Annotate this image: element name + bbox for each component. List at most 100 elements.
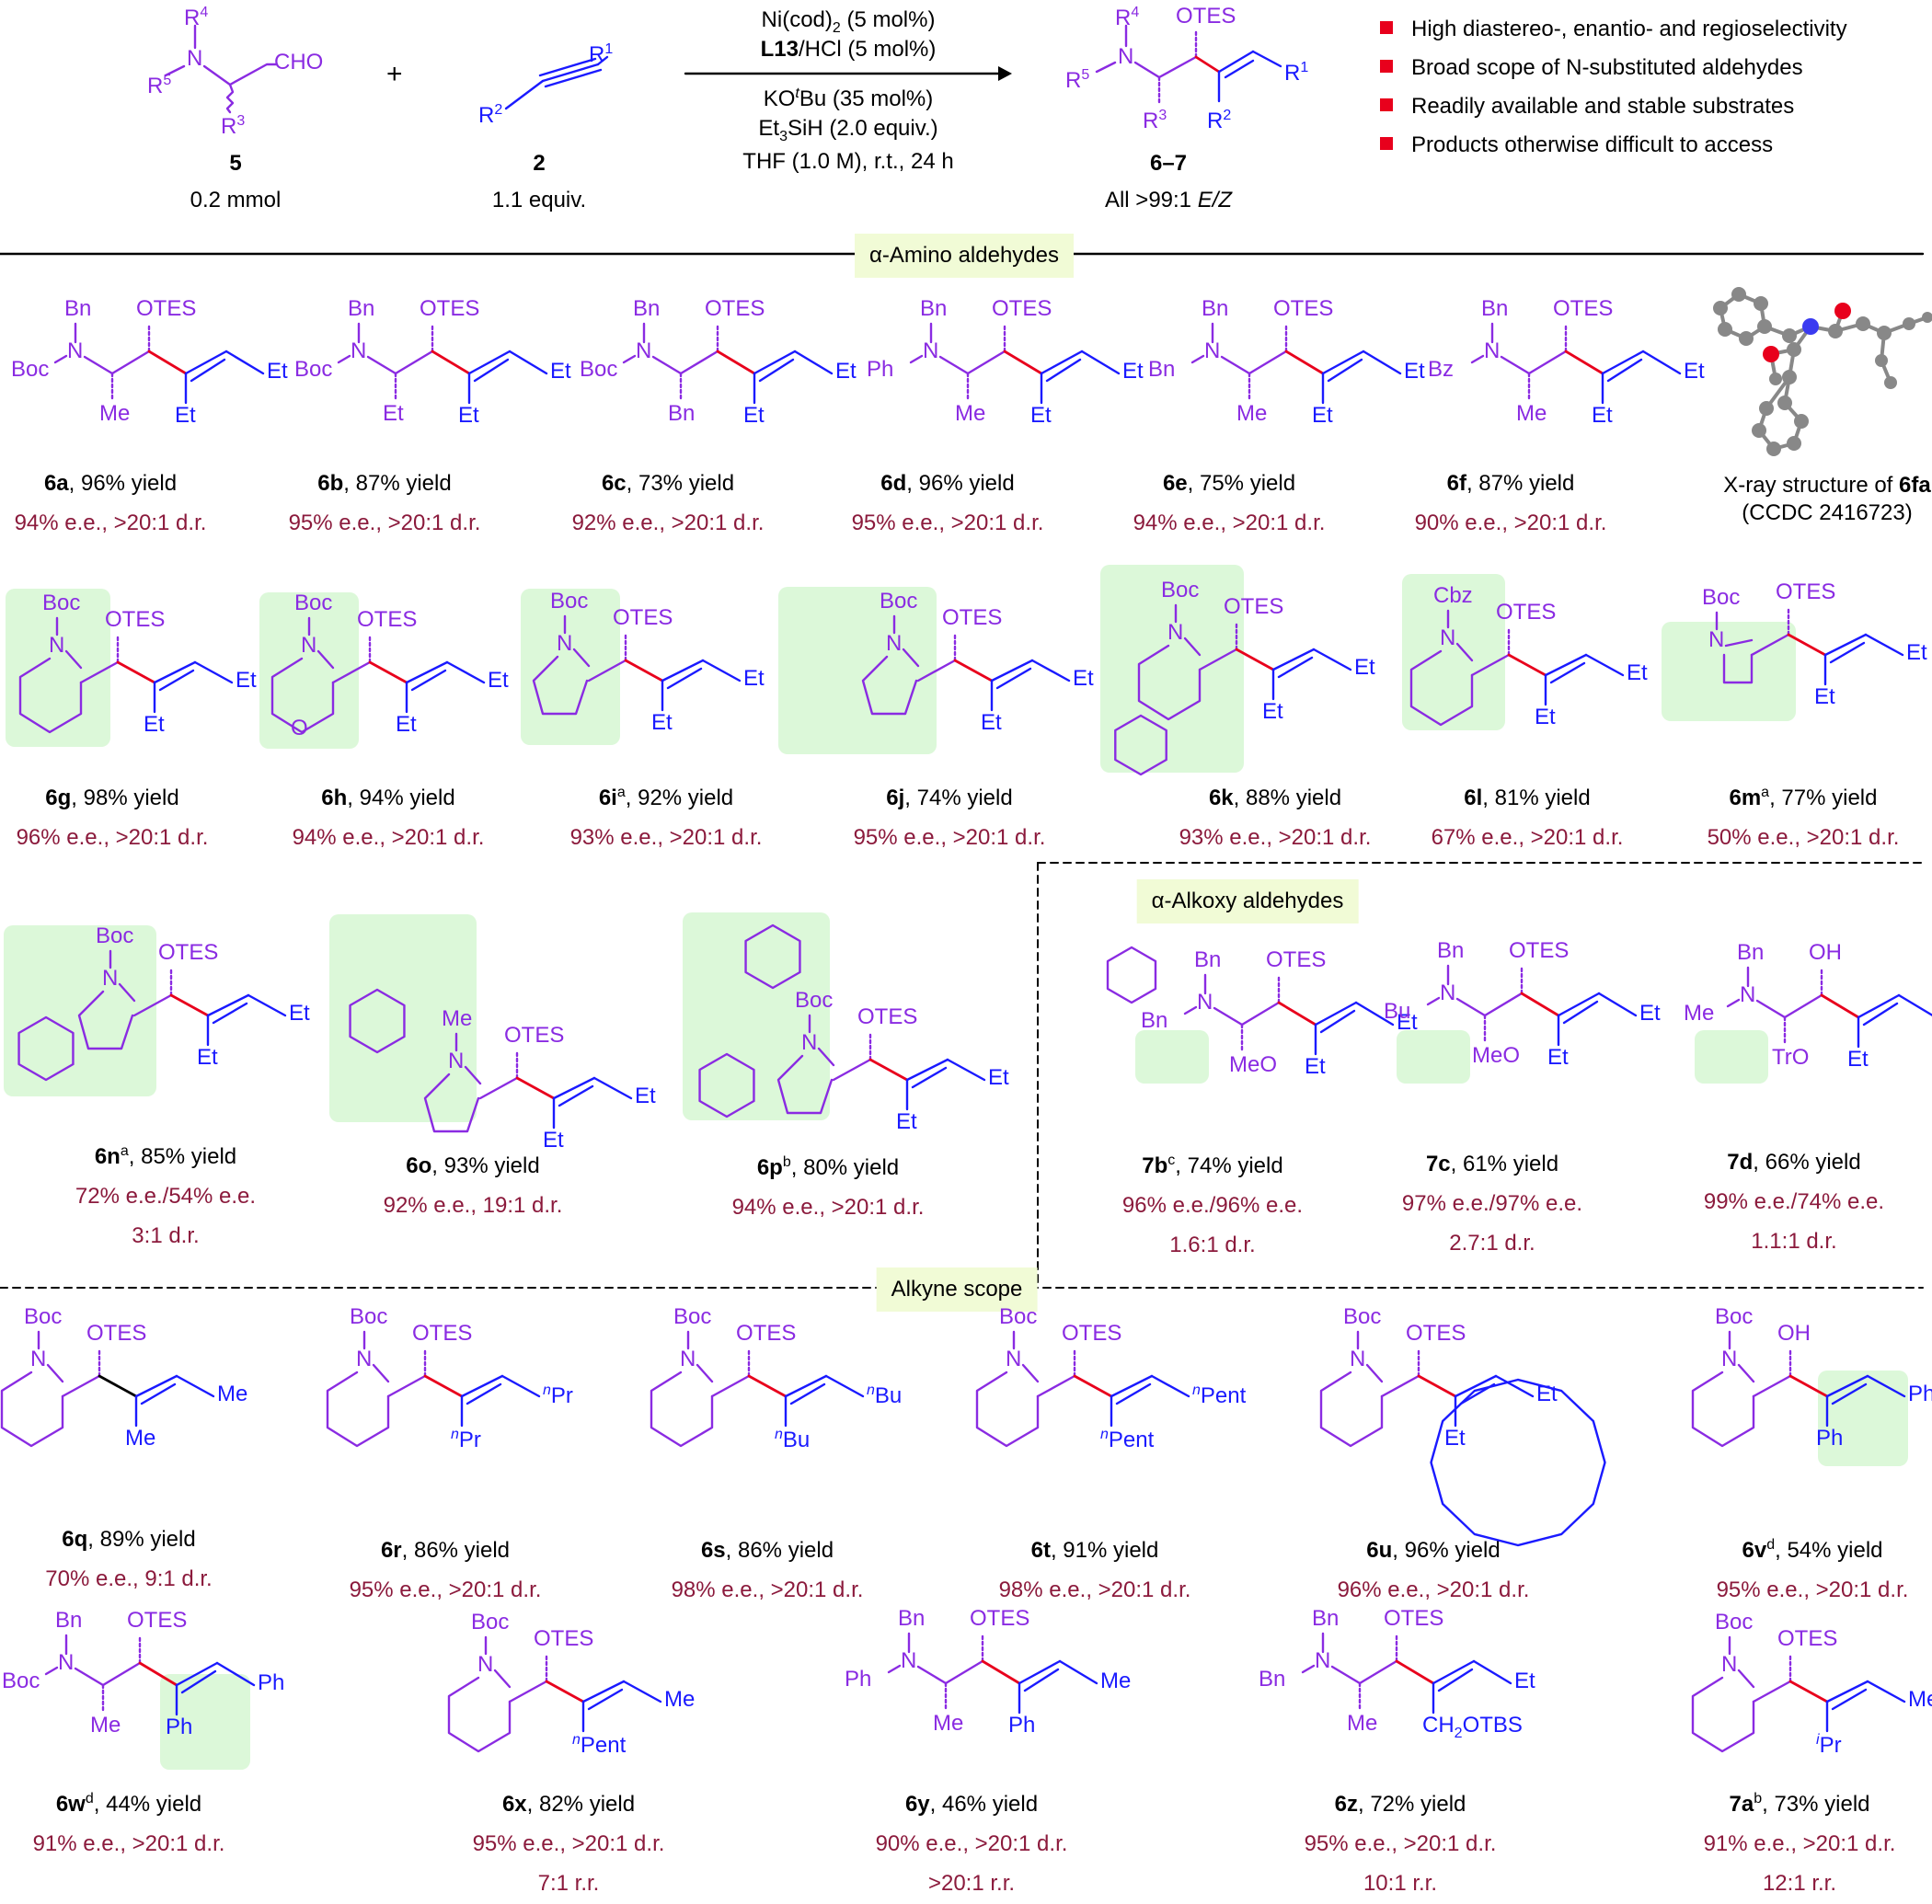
compound-name: 6pb, 80% yield: [756, 1154, 900, 1180]
bond: [478, 1076, 519, 1100]
condition-ligand: L13/HCl (5 mol%): [760, 37, 937, 62]
bond: [206, 993, 250, 1017]
compound-selectivity: 94% e.e., >20:1 d.r.: [292, 825, 485, 851]
atom-label: N: [1708, 627, 1725, 652]
compound-selectivity: 90% e.e., >20:1 d.r.: [875, 1831, 1068, 1857]
compound-selectivity: 96% e.e./96% e.e.: [1121, 1193, 1304, 1219]
compound-selectivity: 95% e.e., >20:1 d.r.: [853, 825, 1046, 851]
atom-label: nPent: [1192, 1382, 1247, 1408]
bond: [1080, 350, 1121, 375]
bond: [1897, 993, 1932, 1016]
atom-label: Et: [1514, 1669, 1535, 1693]
bond: [784, 1374, 828, 1398]
atom-label: Boc: [550, 589, 589, 614]
bond: [1726, 998, 1741, 1008]
bond: [1825, 1374, 1869, 1398]
compound-name: 6x, 82% yield: [501, 1792, 636, 1817]
bond: [61, 1374, 101, 1398]
bond: [337, 354, 351, 364]
atom-label: OH: [1777, 1321, 1811, 1346]
bond: [140, 1382, 177, 1405]
bond: [190, 358, 226, 383]
compound-selectivity-2: 10:1 r.r.: [1363, 1871, 1438, 1897]
atom-label: Et: [175, 403, 196, 428]
atom-label: Et: [1547, 1045, 1569, 1070]
atom-label: OTES: [105, 607, 166, 632]
compound-name: 6c, 73% yield: [601, 471, 735, 496]
bond: [410, 669, 447, 692]
bond: [1235, 648, 1275, 671]
compound-selectivity-2: 2.7:1 d.r.: [1449, 1231, 1535, 1256]
bond: [132, 993, 173, 1017]
bond: [1564, 350, 1604, 375]
atom-label: OTES: [613, 605, 673, 630]
bond: [1036, 1374, 1076, 1398]
bond: [1866, 1680, 1906, 1703]
atom-label: Me: [1100, 1669, 1132, 1693]
aldehyde-cho: CHO: [274, 50, 324, 75]
atom-label: Boc: [1702, 585, 1741, 610]
atom-label: OTES: [1406, 1321, 1466, 1346]
atom-label: Et: [651, 710, 673, 735]
compound-name: 6q, 89% yield: [62, 1527, 196, 1552]
bond: [1150, 1374, 1190, 1398]
bond: [1115, 1382, 1152, 1405]
bond: [1862, 1002, 1899, 1027]
compound-selectivity: 98% e.e., >20:1 d.r.: [998, 1577, 1191, 1603]
atom-label: Boc: [999, 1304, 1038, 1329]
atom-label: Me: [125, 1426, 156, 1451]
atom-label: Et: [1639, 1001, 1661, 1026]
atom-label: Ph: [1908, 1382, 1932, 1406]
bond: [110, 350, 151, 375]
compound-selectivity: 95% e.e., >20:1 d.r.: [851, 510, 1044, 536]
atom-label: OTES: [158, 940, 219, 965]
bond: [1198, 648, 1238, 671]
atom-label: OTES: [942, 605, 1003, 630]
bond: [515, 1076, 556, 1100]
bond: [184, 350, 228, 375]
compound-name: 7d, 66% yield: [1727, 1150, 1861, 1175]
atom-label: Me: [1347, 1711, 1378, 1736]
bond: [193, 660, 234, 684]
atom-label: Boc: [294, 357, 333, 382]
bond: [1601, 350, 1645, 375]
bond: [1750, 633, 1790, 657]
bond: [1737, 1669, 1755, 1689]
bond: [153, 660, 197, 684]
atom-label: OTES: [412, 1321, 473, 1346]
bond: [944, 1659, 984, 1685]
compound-selectivity: 95% e.e., >20:1 d.r.: [472, 1831, 665, 1857]
bond: [1362, 350, 1402, 375]
bond: [508, 350, 548, 375]
bond: [138, 1661, 178, 1687]
atom-label: N: [1721, 1652, 1738, 1677]
ring-bond: [1106, 946, 1157, 1004]
bond: [938, 355, 970, 375]
compound-name: 6ma, 77% yield: [1729, 785, 1878, 810]
bond: [116, 660, 156, 684]
bond: [1455, 642, 1474, 662]
bond: [1018, 1659, 1062, 1685]
atom-label: Et: [383, 401, 404, 426]
atom-label: Et: [550, 359, 571, 384]
ring-bond: [650, 1371, 714, 1448]
ring-bond: [326, 1371, 390, 1448]
bond: [1549, 661, 1586, 684]
atom-label: iPr: [1816, 1732, 1842, 1758]
atom-label: N: [1197, 990, 1213, 1015]
atom-label: N: [1440, 981, 1456, 1005]
atom-label: N: [1315, 1648, 1331, 1673]
atom-label: Et: [896, 1109, 917, 1134]
atom-label: Boc: [42, 591, 81, 615]
atom-label: Boc: [96, 923, 134, 948]
bond: [552, 1076, 596, 1100]
compound-name: 6j, 74% yield: [886, 786, 1013, 810]
atom-label: N: [58, 1650, 75, 1675]
